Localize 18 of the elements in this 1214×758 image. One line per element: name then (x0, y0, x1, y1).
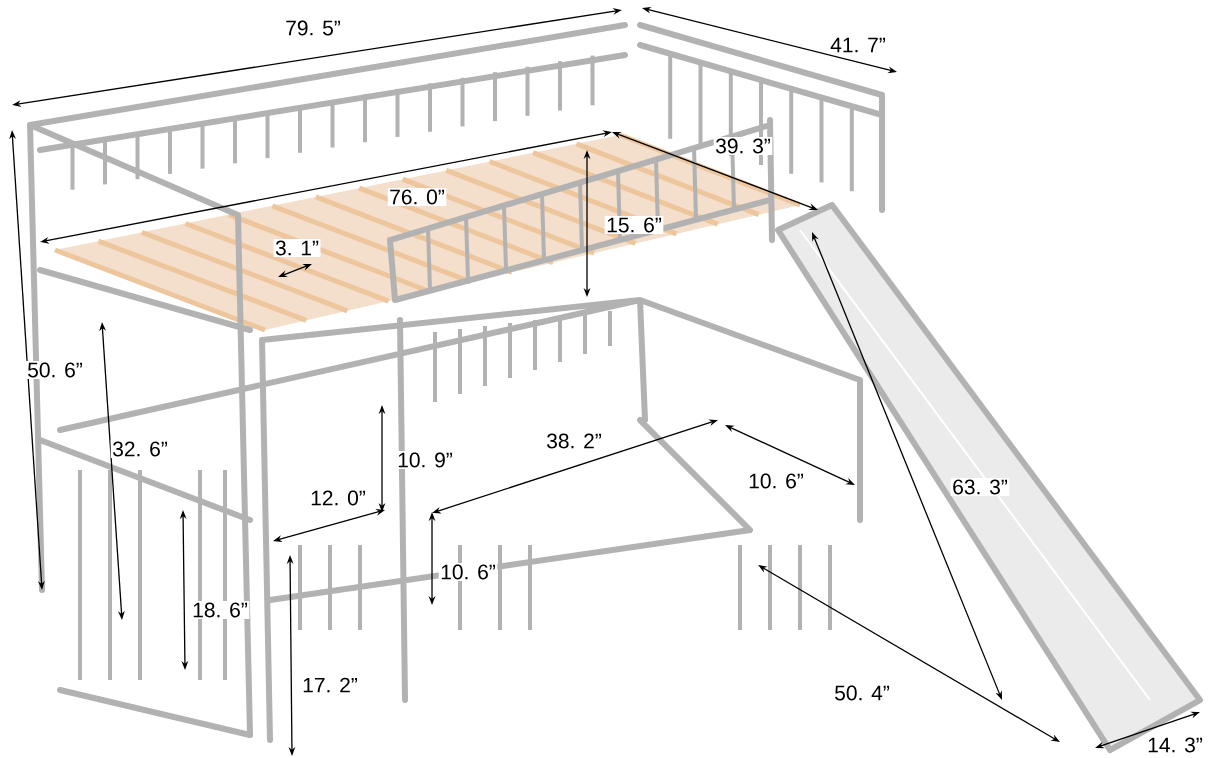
dimension-label: 76. 0” (387, 188, 447, 206)
dimension-label: 50. 6” (25, 361, 85, 379)
dimension-label: 32. 6” (110, 440, 170, 458)
dimension-label: 12. 0” (308, 489, 368, 507)
dimension-label: 50. 4” (832, 684, 892, 702)
dimension-label: 63. 3” (950, 478, 1010, 496)
dimension-label: 39. 3” (713, 137, 773, 155)
dimension-label: 79. 5” (283, 19, 343, 37)
dimension-label: 17. 2” (300, 676, 360, 694)
dimension-label: 10. 9” (395, 451, 455, 469)
dimension-label: 10. 6” (438, 563, 498, 581)
dimension-label: 14. 3” (1145, 736, 1205, 754)
dimension-label: 38. 2” (544, 432, 604, 450)
dimension-label: 10. 6” (746, 472, 806, 490)
dimension-label: 18. 6” (190, 601, 250, 619)
dimension-label: 41. 7” (828, 36, 888, 54)
dimension-label: 15. 6” (604, 216, 664, 234)
dimension-label: 3. 1” (273, 239, 321, 257)
